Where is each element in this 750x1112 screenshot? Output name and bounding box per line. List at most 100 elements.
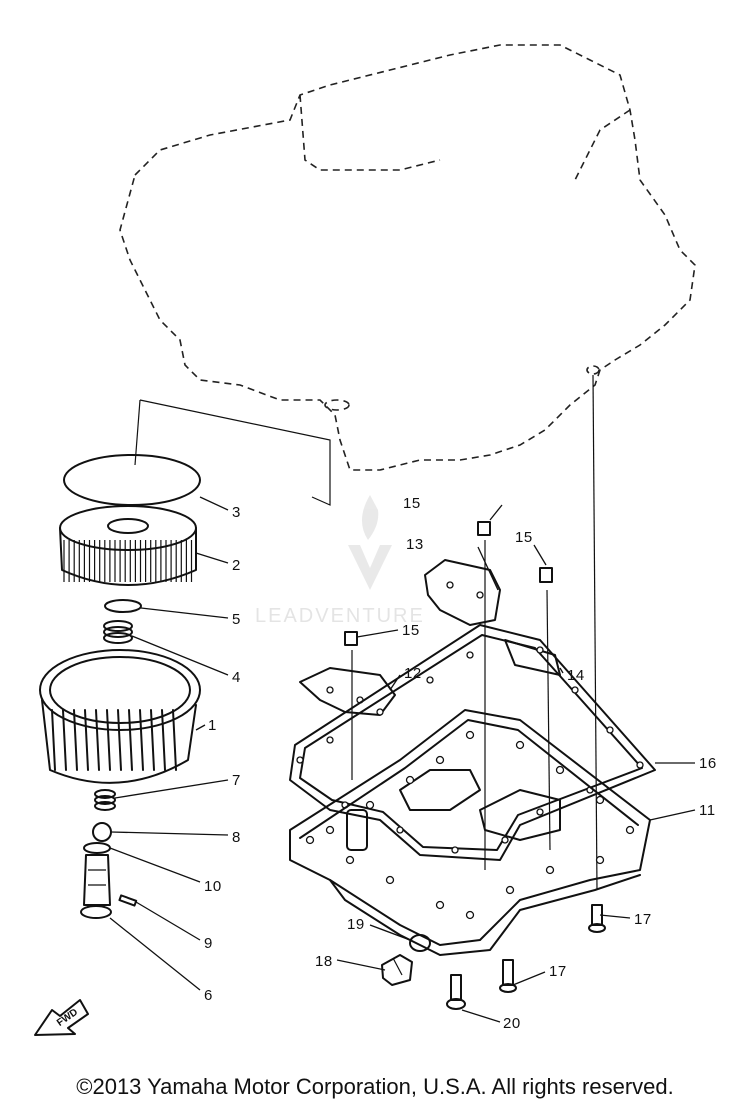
guide-lines bbox=[134, 374, 598, 891]
case-fin-line bbox=[84, 709, 89, 771]
oil-pan-part-11 bbox=[289, 709, 651, 956]
case-fins bbox=[51, 709, 177, 771]
gasket-hole bbox=[296, 756, 304, 764]
washer-part-5 bbox=[104, 599, 142, 613]
engine-outline bbox=[119, 44, 696, 471]
case-fin-line bbox=[150, 709, 155, 771]
spring-part-4 bbox=[103, 620, 133, 644]
filter-pleats bbox=[63, 540, 193, 582]
label-part-13: 13 bbox=[406, 536, 424, 553]
part-number-labels: 3 2 5 4 1 7 8 10 9 6 15 15 13 15 12 14 1… bbox=[204, 495, 717, 1032]
pin-part-9 bbox=[118, 894, 138, 907]
label-part-18: 18 bbox=[315, 953, 333, 970]
label-part-15-c: 15 bbox=[402, 622, 420, 639]
case-fin-line bbox=[161, 709, 166, 771]
spring-part-7 bbox=[94, 789, 116, 811]
label-part-17-a: 17 bbox=[634, 911, 652, 928]
gasket-hole bbox=[536, 808, 544, 816]
oil-pan-hole bbox=[365, 800, 375, 810]
label-part-11: 11 bbox=[699, 802, 716, 819]
watermark-text: LEADVENTURE bbox=[255, 605, 425, 627]
oil-pan-hole bbox=[625, 825, 635, 835]
forward-arrow-icon: FWD bbox=[34, 999, 89, 1036]
oil-pan-hole bbox=[465, 730, 475, 740]
label-part-17-b: 17 bbox=[549, 963, 567, 980]
gasket-hole bbox=[466, 651, 474, 659]
oil-pan-hole bbox=[515, 740, 525, 750]
label-part-3: 3 bbox=[232, 504, 241, 521]
drain-plug-part-18 bbox=[381, 954, 413, 986]
case-fin-line bbox=[95, 709, 100, 771]
baffle-plate-part-13 bbox=[424, 559, 501, 626]
strainer-part-14 bbox=[504, 639, 561, 676]
watermark: LEADVENTURE bbox=[255, 495, 425, 627]
label-part-20: 20 bbox=[503, 1015, 521, 1032]
case-fin-line bbox=[51, 709, 56, 771]
oil-pan-hole bbox=[465, 910, 475, 920]
label-part-12: 12 bbox=[404, 665, 422, 682]
label-part-19: 19 bbox=[347, 916, 365, 933]
bolt-part-15-c bbox=[344, 631, 358, 646]
oil-pan-hole bbox=[555, 765, 565, 775]
gasket-hole bbox=[636, 761, 644, 769]
case-fin-line bbox=[62, 709, 67, 771]
case-fin-line bbox=[117, 709, 122, 771]
oil-pan-hole bbox=[505, 885, 515, 895]
label-part-5: 5 bbox=[232, 611, 241, 628]
leader-lines bbox=[109, 496, 696, 1023]
gasket-hole bbox=[376, 708, 384, 716]
baffle-plate-part-12 bbox=[299, 667, 396, 716]
oil-pan-hole bbox=[595, 855, 605, 865]
gasket-hole bbox=[326, 736, 334, 744]
bolt-part-17-b bbox=[499, 959, 517, 993]
oil-pan-hole bbox=[405, 775, 415, 785]
oil-pan-hole bbox=[545, 865, 555, 875]
gasket-hole bbox=[501, 836, 509, 844]
fwd-label: FWD bbox=[55, 1007, 80, 1029]
oil-pan-hole bbox=[435, 755, 445, 765]
case-fin-line bbox=[139, 709, 144, 771]
oil-pan-hole bbox=[305, 835, 315, 845]
oil-filter-element-part-2 bbox=[59, 505, 197, 586]
oil-pan-hole bbox=[325, 825, 335, 835]
label-part-8: 8 bbox=[232, 829, 241, 846]
label-part-16: 16 bbox=[699, 755, 717, 772]
label-part-2: 2 bbox=[232, 557, 241, 574]
filter-case-part-1 bbox=[39, 649, 201, 784]
bolt-part-20 bbox=[446, 974, 466, 1010]
label-part-15-b: 15 bbox=[515, 529, 533, 546]
gasket-part-16 bbox=[289, 624, 656, 861]
union-bolt-part-6 bbox=[80, 854, 112, 919]
bolt-part-15-b bbox=[539, 567, 553, 583]
gasket-hole bbox=[536, 646, 544, 654]
case-fin-line bbox=[128, 709, 133, 771]
label-part-14: 14 bbox=[567, 667, 585, 684]
gasket-bolt-holes bbox=[296, 646, 644, 854]
label-part-9: 9 bbox=[204, 935, 213, 952]
label-part-7: 7 bbox=[232, 772, 241, 789]
case-fin-line bbox=[73, 709, 78, 771]
label-part-15-a: 15 bbox=[403, 495, 421, 512]
case-fin-line bbox=[106, 709, 111, 771]
label-part-6: 6 bbox=[204, 987, 213, 1004]
gasket-hole bbox=[451, 846, 459, 854]
bolt-part-15-a bbox=[477, 521, 491, 536]
label-part-4: 4 bbox=[232, 669, 241, 686]
ball-part-8 bbox=[92, 822, 112, 842]
oil-pan-hole bbox=[345, 855, 355, 865]
oil-pan-bolt-holes bbox=[305, 730, 635, 920]
oil-pan-hole bbox=[595, 795, 605, 805]
copyright-notice: ©2013 Yamaha Motor Corporation, U.S.A. A… bbox=[76, 1074, 674, 1099]
case-fin-line bbox=[172, 709, 177, 771]
o-ring-part-3 bbox=[63, 454, 201, 506]
gasket-hole bbox=[606, 726, 614, 734]
oil-pan-hole bbox=[435, 900, 445, 910]
washer-part-19 bbox=[409, 934, 431, 952]
label-part-1: 1 bbox=[208, 717, 217, 734]
gasket-hole bbox=[426, 676, 434, 684]
oil-pan-hole bbox=[385, 875, 395, 885]
label-part-10: 10 bbox=[204, 878, 222, 895]
gasket-hole bbox=[571, 686, 579, 694]
o-ring-part-10 bbox=[83, 842, 111, 854]
